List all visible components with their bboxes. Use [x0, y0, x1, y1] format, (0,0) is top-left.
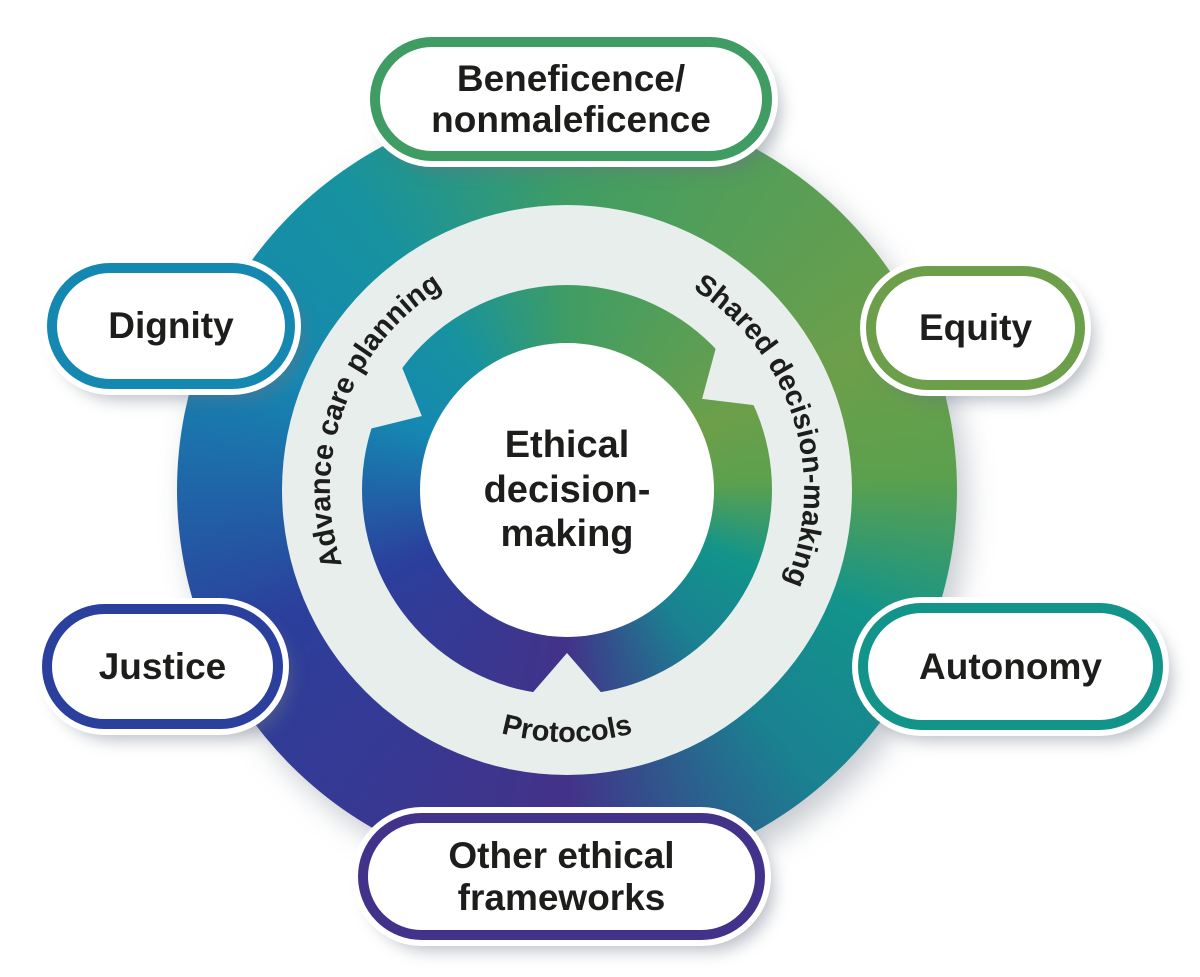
arc-label-shared-decision-making: Shared decision-making — [689, 268, 830, 592]
arc-label-protocols: Protocols — [499, 709, 635, 749]
pill-label: Justice — [98, 645, 227, 687]
pill-justice: Justice — [42, 604, 283, 729]
inward-arrow-right — [702, 323, 780, 409]
center-circle: Ethical decision- making — [420, 343, 714, 637]
pill-label: nonmaleficence — [431, 99, 711, 140]
pill-equity: Equity — [866, 266, 1085, 390]
pill-label: Autonomy — [919, 645, 1102, 687]
pill-autonomy: Autonomy — [858, 603, 1163, 730]
center-title-line: decision- — [483, 468, 651, 511]
pill-label: Dignity — [108, 305, 234, 347]
center-title-line: making — [500, 513, 634, 556]
pill-label: Equity — [918, 307, 1033, 349]
inward-arrow-left — [345, 343, 422, 435]
inward-arrow-bottom — [515, 653, 619, 713]
pill-label: Beneficence/ — [456, 57, 686, 99]
center-title-line: Ethical — [504, 423, 630, 466]
pill-label: Other ethical — [448, 835, 675, 877]
pill-label: frameworks — [457, 876, 666, 918]
pill-beneficence-nonmaleficence: Beneficence/ nonmaleficence — [370, 37, 772, 161]
pill-other-ethical-frameworks: Other ethical frameworks — [358, 813, 765, 940]
pill-dignity: Dignity — [47, 263, 295, 389]
